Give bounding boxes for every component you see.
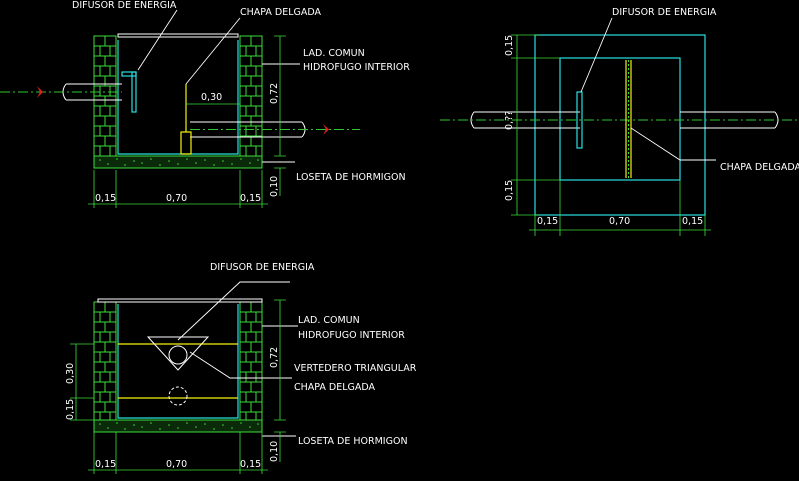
bottom-left-brick-wall: [93, 301, 117, 421]
section-bottom-view: DIFUSOR DE ENERGIA LAD. COMUN HIDROFUGO …: [65, 262, 417, 474]
thin-plate: [180, 84, 192, 155]
bottom-slab-speckle: [99, 422, 259, 430]
inner-lining: [117, 40, 239, 155]
difusor-leader: [137, 9, 178, 71]
inlet-pipe: [0, 83, 122, 101]
plan-dim-bottom-1: 0,15: [537, 216, 558, 227]
cover-slab: [117, 33, 239, 38]
right-brick-wall: [239, 35, 263, 157]
plan-dim-left-2: 0,??: [504, 111, 515, 130]
bottom-dim-bottom-3: 0,15: [240, 459, 261, 470]
section-top-wall-label-1: LAD. COMUN: [303, 48, 365, 59]
plan-difusor-label: DIFUSOR DE ENERGIA: [612, 7, 717, 18]
section-top-dim-030: 0,30: [201, 92, 222, 103]
bottom-right-brick-wall: [239, 301, 263, 421]
plan-dim-left-1: 0,15: [504, 35, 515, 56]
bottom-inner-lining: [117, 304, 239, 419]
section-top-dim-bottom-3: 0,15: [240, 193, 261, 204]
section-top-dim-bottom-1: 0,15: [95, 193, 116, 204]
flow-arrow-in: [37, 86, 43, 98]
bottom-difusor-leader: [177, 281, 290, 341]
bottom-cover-slab: [97, 298, 263, 303]
bottom-vertedero-leader: [189, 351, 292, 379]
section-top-dim-bottom-2: 0,70: [166, 193, 187, 204]
slab-speckle: [99, 158, 259, 166]
section-top-difusor-label: DIFUSOR DE ENERGIA: [72, 0, 177, 11]
bottom-dim-010: 0,10: [269, 441, 280, 462]
bottom-dim-left-015: 0,15: [65, 399, 76, 420]
plan-dim-bottom-3: 0,15: [682, 216, 703, 227]
plan-inner-chamber: [559, 57, 681, 181]
outlet-pipe-circle: [168, 386, 188, 406]
section-top-view: DIFUSOR DE ENERGIA CHAPA DELGADA LAD. CO…: [0, 0, 410, 208]
left-brick-wall: [93, 35, 117, 157]
section-top-dim-072: 0,72: [269, 83, 280, 104]
bottom-concrete-slab: [93, 419, 263, 433]
chapa-leader: [185, 17, 241, 85]
bottom-wall-label-1: LAD. COMUN: [298, 315, 360, 326]
plan-outer-wall: [534, 34, 706, 216]
plan-chapa-leader: [630, 127, 716, 161]
bottom-difusor-label: DIFUSOR DE ENERGIA: [210, 262, 315, 273]
section-top-dim-010: 0,10: [269, 176, 280, 197]
outlet-pipe: [190, 121, 360, 138]
plan-diffuser: [576, 91, 583, 149]
energy-diffuser: [121, 71, 137, 113]
plan-view: DIFUSOR DE ENERGIA CHAPA DELGADA 0,15 0,…: [440, 7, 799, 236]
concrete-slab: [93, 155, 263, 169]
bottom-slab-label: LOSETA DE HORMIGON: [298, 436, 408, 447]
flow-arrow-out: [323, 124, 329, 135]
bottom-wall-label-2: HIDROFUGO INTERIOR: [298, 330, 405, 341]
plan-difusor-leader: [580, 17, 613, 93]
section-top-slab-label: LOSETA DE HORMIGON: [296, 172, 406, 183]
bottom-vertedero-label: VERTEDERO TRIANGULAR: [294, 363, 417, 374]
plan-thin-plate: [625, 60, 632, 178]
plan-dim-bottom-2: 0,70: [609, 216, 630, 227]
plan-dim-left-3: 0,15: [504, 180, 515, 201]
triangular-weir: [146, 336, 210, 371]
bottom-dim-left-030: 0,30: [65, 363, 76, 384]
bottom-chapa-label: CHAPA DELGADA: [294, 382, 376, 393]
section-top-chapa-label: CHAPA DELGADA: [240, 7, 322, 18]
bottom-dim-bottom-1: 0,15: [95, 459, 116, 470]
plan-chapa-label: CHAPA DELGADA: [720, 162, 799, 173]
bottom-dim-bottom-2: 0,70: [166, 459, 187, 470]
inlet-pipe-circle: [168, 345, 188, 365]
section-top-wall-label-2: HIDROFUGO INTERIOR: [303, 62, 410, 73]
bottom-dim-072: 0,72: [269, 347, 280, 368]
